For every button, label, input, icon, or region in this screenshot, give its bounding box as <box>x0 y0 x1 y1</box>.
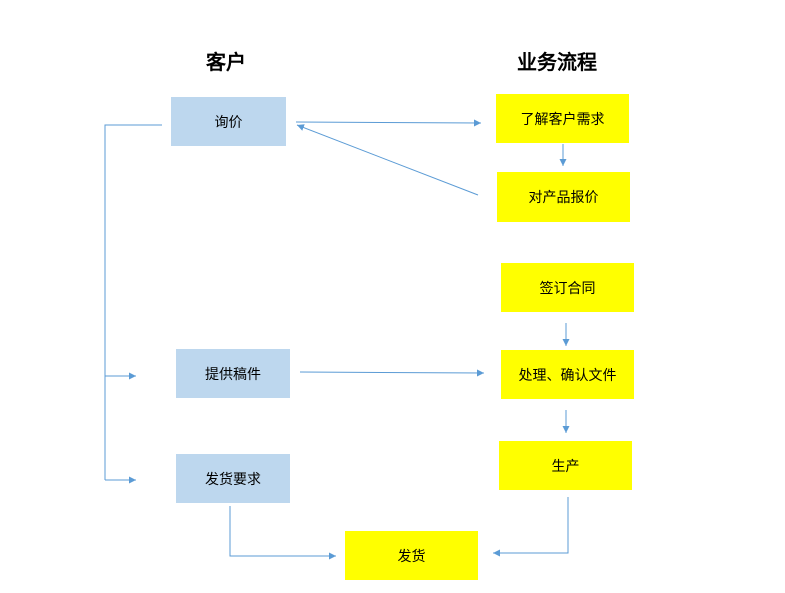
arrow-produce-to-ship <box>493 497 569 557</box>
ship-box: 发货 <box>345 531 478 580</box>
sign-contract-box: 签订合同 <box>501 263 634 312</box>
process-confirm-label: 处理、确认文件 <box>518 367 617 384</box>
process-confirm-box: 处理、确认文件 <box>501 350 634 399</box>
arrow-quote-to-inquiry <box>296 124 479 196</box>
shipping-request-box: 发货要求 <box>176 454 290 503</box>
arrow-inquiry-to-needs <box>295 119 482 127</box>
produce-label: 生产 <box>551 458 580 475</box>
understand-needs-box: 了解客户需求 <box>496 94 629 143</box>
provide-draft-box: 提供稿件 <box>176 349 290 398</box>
understand-needs-label: 了解客户需求 <box>520 111 605 128</box>
customer-heading: 客户 <box>206 50 246 74</box>
quote-box: 对产品报价 <box>497 172 630 222</box>
customer-left-bracket <box>104 124 162 480</box>
ship-label: 发货 <box>397 548 426 565</box>
produce-box: 生产 <box>499 441 632 490</box>
sign-contract-label: 签订合同 <box>539 280 596 297</box>
inquiry-box: 询价 <box>171 97 286 146</box>
inquiry-label: 询价 <box>214 114 243 131</box>
provide-draft-label: 提供稿件 <box>205 366 261 383</box>
arrow-request-to-ship <box>229 506 336 560</box>
shipping-request-label: 发货要求 <box>205 471 261 488</box>
quote-label: 对产品报价 <box>528 190 599 206</box>
process-heading: 业务流程 <box>517 50 597 74</box>
arrow-draft-to-process <box>299 369 485 377</box>
